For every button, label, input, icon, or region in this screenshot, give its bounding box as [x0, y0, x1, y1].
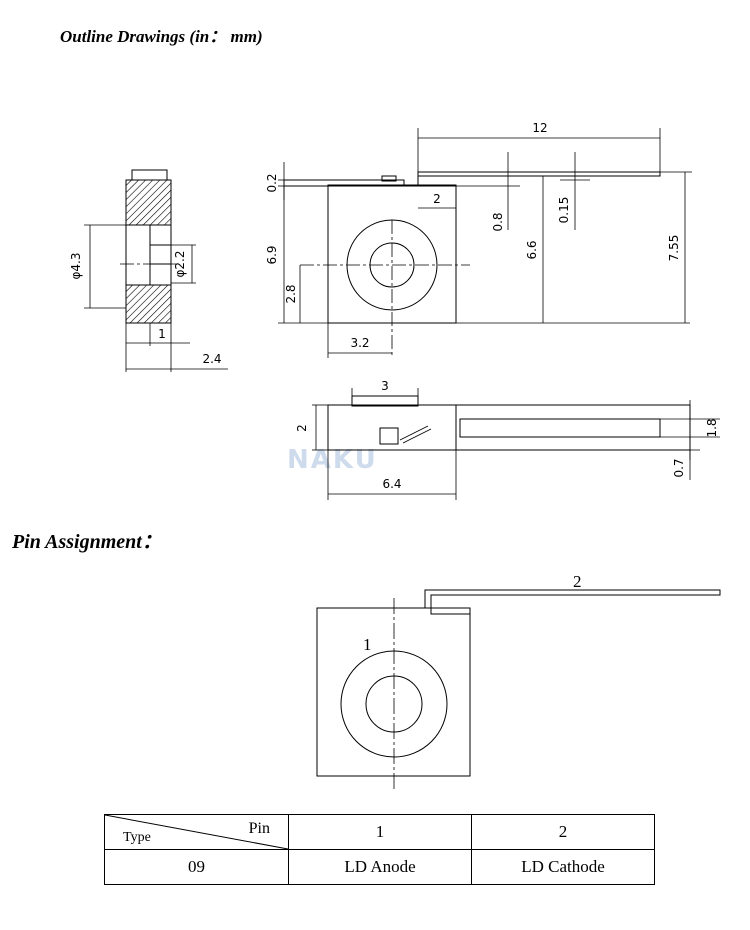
- pin1-column-header: 1: [288, 814, 472, 850]
- gap-label: 0.8: [491, 212, 505, 231]
- pin-assignment-table: Type Pin 1 2 09 LD Anode LD Cathode: [104, 814, 655, 885]
- top-view: 3 2 6.4 1.8 0.7: [295, 379, 720, 500]
- lead-thickness-label: 0.2: [265, 173, 279, 192]
- top-view-body: [327, 404, 457, 451]
- lead-rise-label: 0.15: [557, 197, 571, 224]
- table-header-row: Type Pin 1 2: [104, 814, 655, 850]
- inner-diameter-label: φ2.2: [173, 251, 187, 278]
- pin1-label: 1: [363, 635, 372, 654]
- front-view: 12 0.2 2 0.8 0.15 6.9 2.8 3.2 6.6: [265, 121, 692, 358]
- front-view-lead: [417, 171, 661, 177]
- type-pin-header-cell: Type Pin: [104, 814, 289, 850]
- pin2-column-header: 2: [471, 814, 655, 850]
- pin1-function-cell: LD Anode: [288, 849, 472, 885]
- body-width-label: 6.4: [382, 477, 401, 491]
- pin-diagram-body: [316, 607, 471, 777]
- pin-assignment-title: Pin Assignment：: [12, 531, 162, 553]
- width-label: 2.4: [202, 352, 221, 366]
- outer-diameter-label: φ4.3: [69, 253, 83, 280]
- pin2-label: 2: [573, 572, 582, 591]
- table-row: 09 LD Anode LD Cathode: [104, 849, 655, 885]
- side-view-tab: [131, 169, 168, 181]
- pin2-function-cell: LD Cathode: [471, 849, 655, 885]
- top-width-label: 3: [381, 379, 389, 393]
- outline-drawings-title: Outline Drawings (in： mm): [60, 27, 263, 46]
- pin-diagram-lead: [424, 589, 721, 615]
- lead-offset-label: 2: [433, 192, 441, 206]
- type-cell: 09: [104, 849, 289, 885]
- total-height-label: 7.55: [667, 235, 681, 262]
- side-view: φ4.3 φ2.2 1 2.4: [69, 169, 228, 372]
- lead-height-label: 6.6: [525, 240, 539, 259]
- pin-header: Pin: [248, 820, 270, 837]
- top-view-lead: [459, 418, 661, 438]
- center-width-label: 3.2: [350, 336, 369, 350]
- type-header: Type: [123, 830, 151, 845]
- body-height-label: 6.9: [265, 245, 279, 264]
- pin-diagram: 1 2: [316, 572, 721, 790]
- top-height-label: 2: [295, 424, 309, 432]
- lead-width-label: 1.8: [705, 418, 719, 437]
- side-view-hatch-bottom: [125, 284, 172, 324]
- side-view-hatch-top: [125, 179, 172, 226]
- lead-length-label: 12: [532, 121, 547, 135]
- center-height-label: 2.8: [284, 284, 298, 303]
- lead-offset-label: 0.7: [672, 458, 686, 477]
- depth-label: 1: [158, 327, 166, 341]
